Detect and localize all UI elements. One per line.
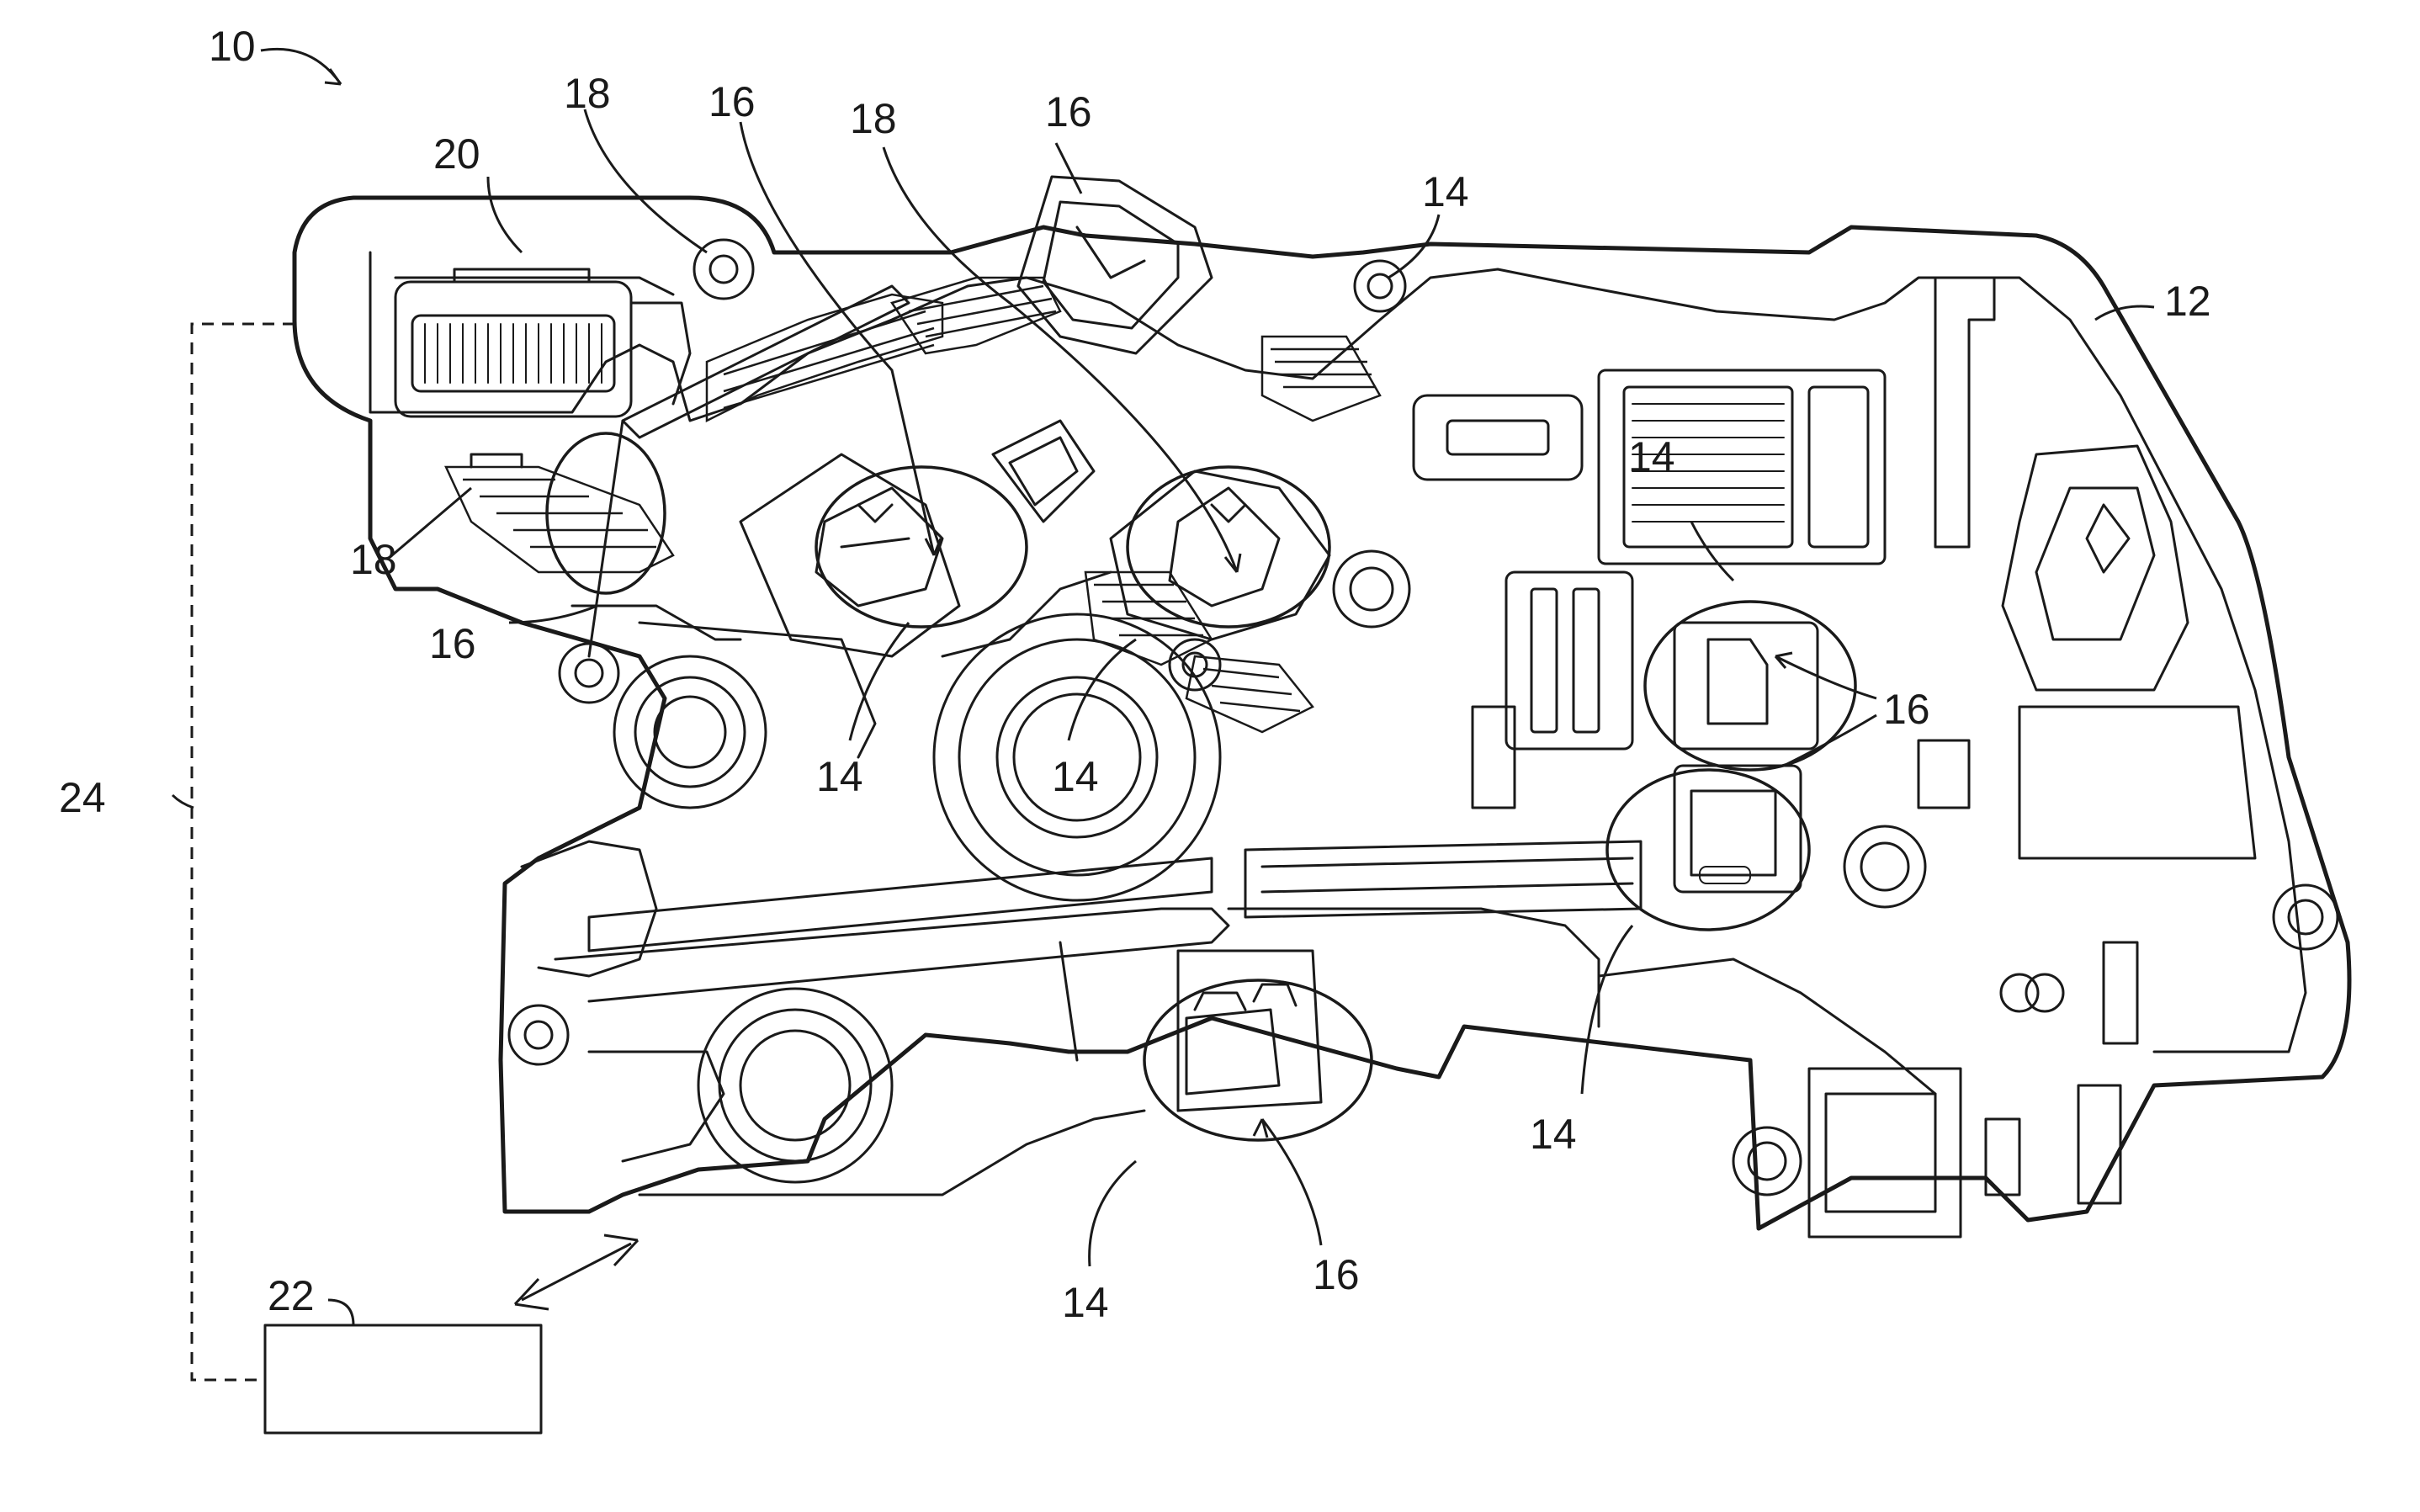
- upper-box-connector: [1018, 177, 1212, 353]
- right-mid-valves: [1245, 572, 1818, 917]
- label-18-b: 18: [850, 95, 897, 142]
- label-14-e: 14: [1530, 1111, 1577, 1158]
- label-24: 24: [59, 774, 106, 821]
- solenoid-upper-left: [740, 421, 1094, 656]
- label-16-d: 16: [1883, 686, 1930, 733]
- label-16-c: 16: [429, 620, 476, 667]
- right-side-assembly: [1809, 278, 2255, 1237]
- label-10: 10: [209, 23, 256, 70]
- label-14-c: 14: [1052, 753, 1099, 800]
- controller-box: [265, 1325, 541, 1433]
- pulley-left: [614, 656, 766, 808]
- valve-body-housing: [295, 198, 2349, 1228]
- label-20: 20: [433, 130, 480, 178]
- label-14-d: 14: [1628, 433, 1675, 480]
- reference-numerals: 10 12 20 18 16 18 16 14 18 16 14 14 14 1…: [59, 23, 2211, 1326]
- label-16-b: 16: [1045, 88, 1092, 135]
- lower-center-connector: [1178, 951, 1321, 1111]
- label-14-a: 14: [1422, 168, 1469, 215]
- label-16-e: 16: [1313, 1251, 1360, 1298]
- bidirectional-arrow: [515, 1235, 638, 1309]
- upper-harness-bundle: [707, 278, 1380, 732]
- label-18-c: 18: [350, 536, 397, 583]
- label-14-f: 14: [1062, 1279, 1109, 1326]
- left-harness-ribbon: [446, 454, 673, 572]
- label-12: 12: [2164, 278, 2211, 325]
- label-18-a: 18: [564, 70, 611, 117]
- communication-link: [192, 324, 295, 1380]
- solenoid-upper-center: [1111, 471, 1329, 639]
- label-14-b: 14: [816, 753, 863, 800]
- label-22: 22: [268, 1272, 315, 1319]
- connector-pins: [425, 324, 602, 383]
- left-connector-block: [395, 269, 690, 416]
- label-16-a: 16: [708, 78, 756, 125]
- small-bosses: [509, 240, 2338, 1195]
